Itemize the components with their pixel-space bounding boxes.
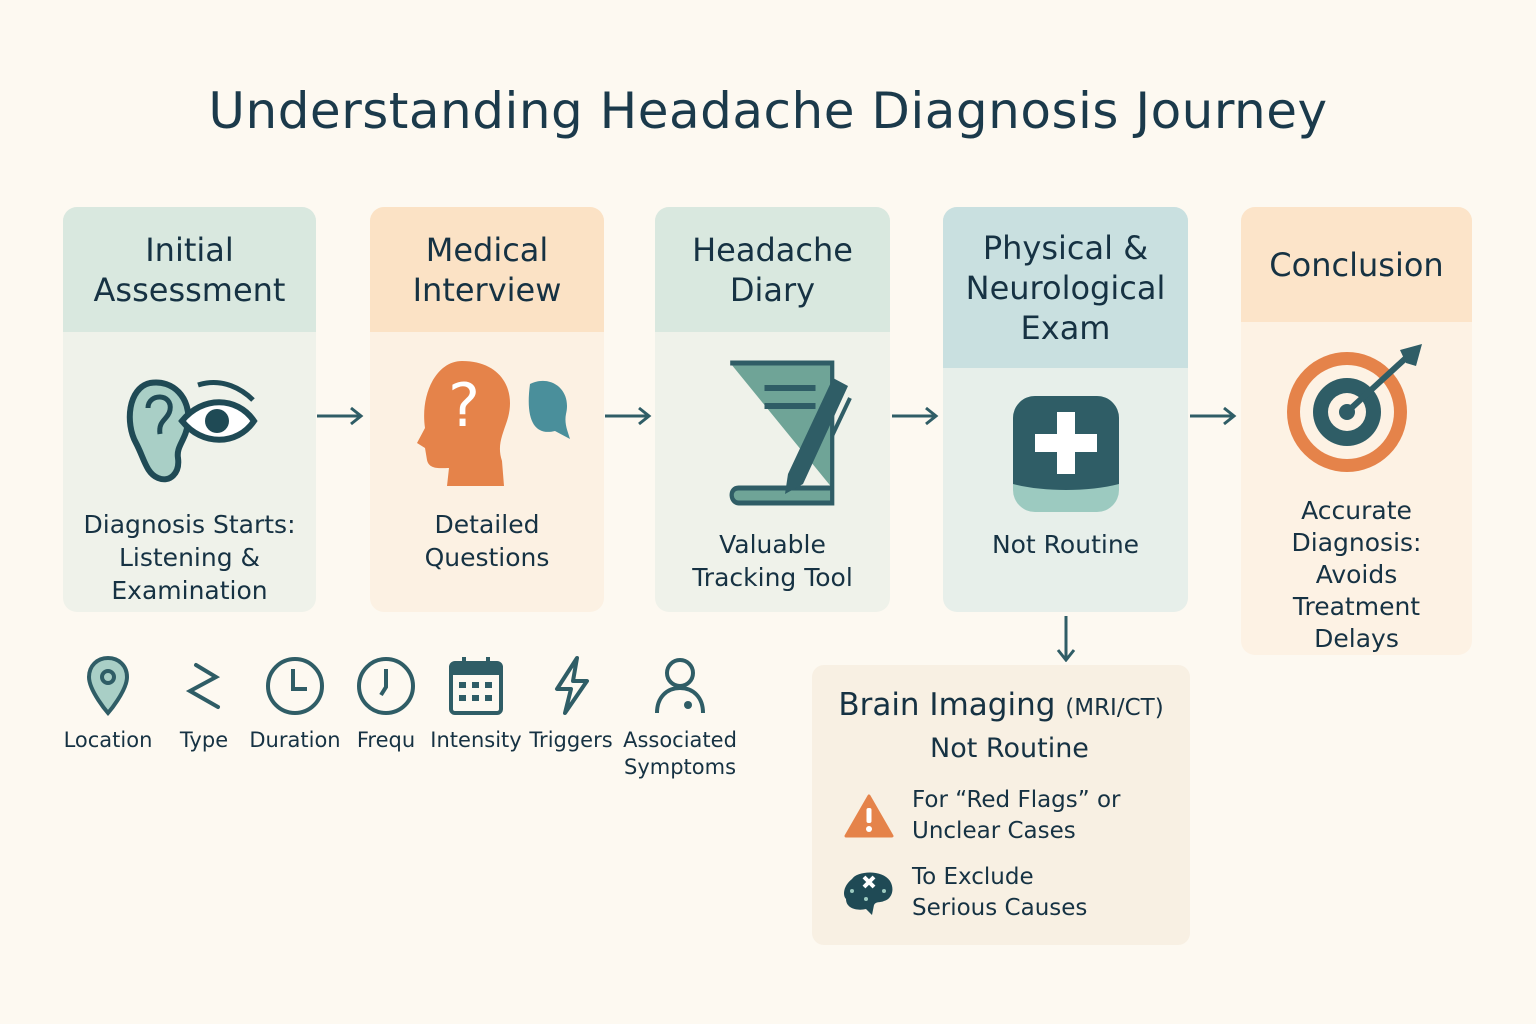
- clock-icon: [266, 657, 324, 715]
- step-title: Headache Diary: [655, 207, 890, 332]
- step-headache-diary: Headache Diary Valuable Tracking Tool: [655, 207, 890, 612]
- imaging-title: Brain Imaging (MRI/CT): [838, 687, 1164, 723]
- arrow-right-icon: [605, 406, 652, 426]
- feature-label: Triggers: [529, 728, 613, 752]
- feature-label: Associated Symptoms: [623, 728, 737, 779]
- step-conclusion: Conclusion Accurate Diagnosis: Avoids Tr…: [1241, 207, 1472, 655]
- imaging-item-text: To Exclude Serious Causes: [912, 864, 1088, 921]
- ear-eye-icon: [120, 358, 260, 488]
- step-initial-assessment: Initial Assessment Diagnosis Starts: Lis…: [63, 207, 316, 612]
- step-medical-interview: Medical Interview ? Detailed Questions: [370, 207, 604, 612]
- page-title: Understanding Headache Diagnosis Journey: [208, 82, 1328, 140]
- diary-pen-icon: [688, 358, 858, 508]
- step-title: Initial Assessment: [63, 207, 316, 332]
- clock-icon: [357, 657, 415, 715]
- feature-label: Intensity: [430, 728, 522, 752]
- diary-feature-triggers: Triggers: [528, 655, 614, 754]
- medical-cross-icon: [1011, 394, 1121, 514]
- diary-feature-type: Type: [170, 655, 238, 754]
- step-text: Valuable Tracking Tool: [692, 530, 853, 592]
- diary-feature-frequency: Frequ: [352, 655, 420, 754]
- diary-feature-duration: Duration: [248, 655, 342, 754]
- calendar-icon: [449, 657, 503, 715]
- step-title: Conclusion: [1241, 207, 1472, 322]
- location-pin-icon: [86, 655, 130, 717]
- warning-icon: [844, 794, 894, 838]
- arrow-right-icon: [1190, 406, 1237, 426]
- imaging-item: For “Red Flags” or Unclear Cases: [844, 785, 1122, 847]
- imaging-item: To Exclude Serious Causes: [844, 862, 1112, 924]
- zigzag-icon: [185, 663, 221, 709]
- feature-label: Location: [63, 728, 153, 752]
- step-title: Medical Interview: [370, 207, 604, 332]
- imaging-subtitle: Not Routine: [930, 733, 1089, 764]
- step-title: Physical & Neurological Exam: [943, 207, 1188, 368]
- svg-text:?: ?: [448, 371, 480, 441]
- diary-feature-location: Location: [58, 655, 158, 754]
- step-text: Detailed Questions: [424, 510, 550, 572]
- step-text: Diagnosis Starts: Listening & Examinatio…: [83, 510, 296, 605]
- step-text: Not Routine: [991, 530, 1140, 559]
- diary-feature-intensity: Intensity: [430, 655, 522, 754]
- target-icon: [1282, 342, 1432, 477]
- brain-x-icon: [844, 872, 893, 915]
- diary-feature-associated-symptoms: Associated Symptoms: [622, 655, 738, 781]
- feature-label: Duration: [249, 728, 341, 752]
- step-text: Accurate Diagnosis: Avoids Treatment Del…: [1291, 496, 1422, 653]
- feature-label: Frequ: [356, 728, 416, 752]
- person-icon: [655, 658, 705, 714]
- arrow-down-icon: [1056, 616, 1076, 662]
- feature-label: Type: [179, 728, 229, 752]
- lightning-icon: [555, 656, 589, 715]
- head-question-icon: ?: [402, 358, 572, 488]
- arrow-right-icon: [892, 406, 939, 426]
- brain-imaging-box: Brain Imaging (MRI/CT) Not Routine For “…: [812, 665, 1190, 945]
- arrow-right-icon: [317, 406, 364, 426]
- step-physical-neurological-exam: Physical & Neurological Exam Not Routine: [943, 207, 1188, 612]
- imaging-item-text: For “Red Flags” or Unclear Cases: [912, 787, 1121, 844]
